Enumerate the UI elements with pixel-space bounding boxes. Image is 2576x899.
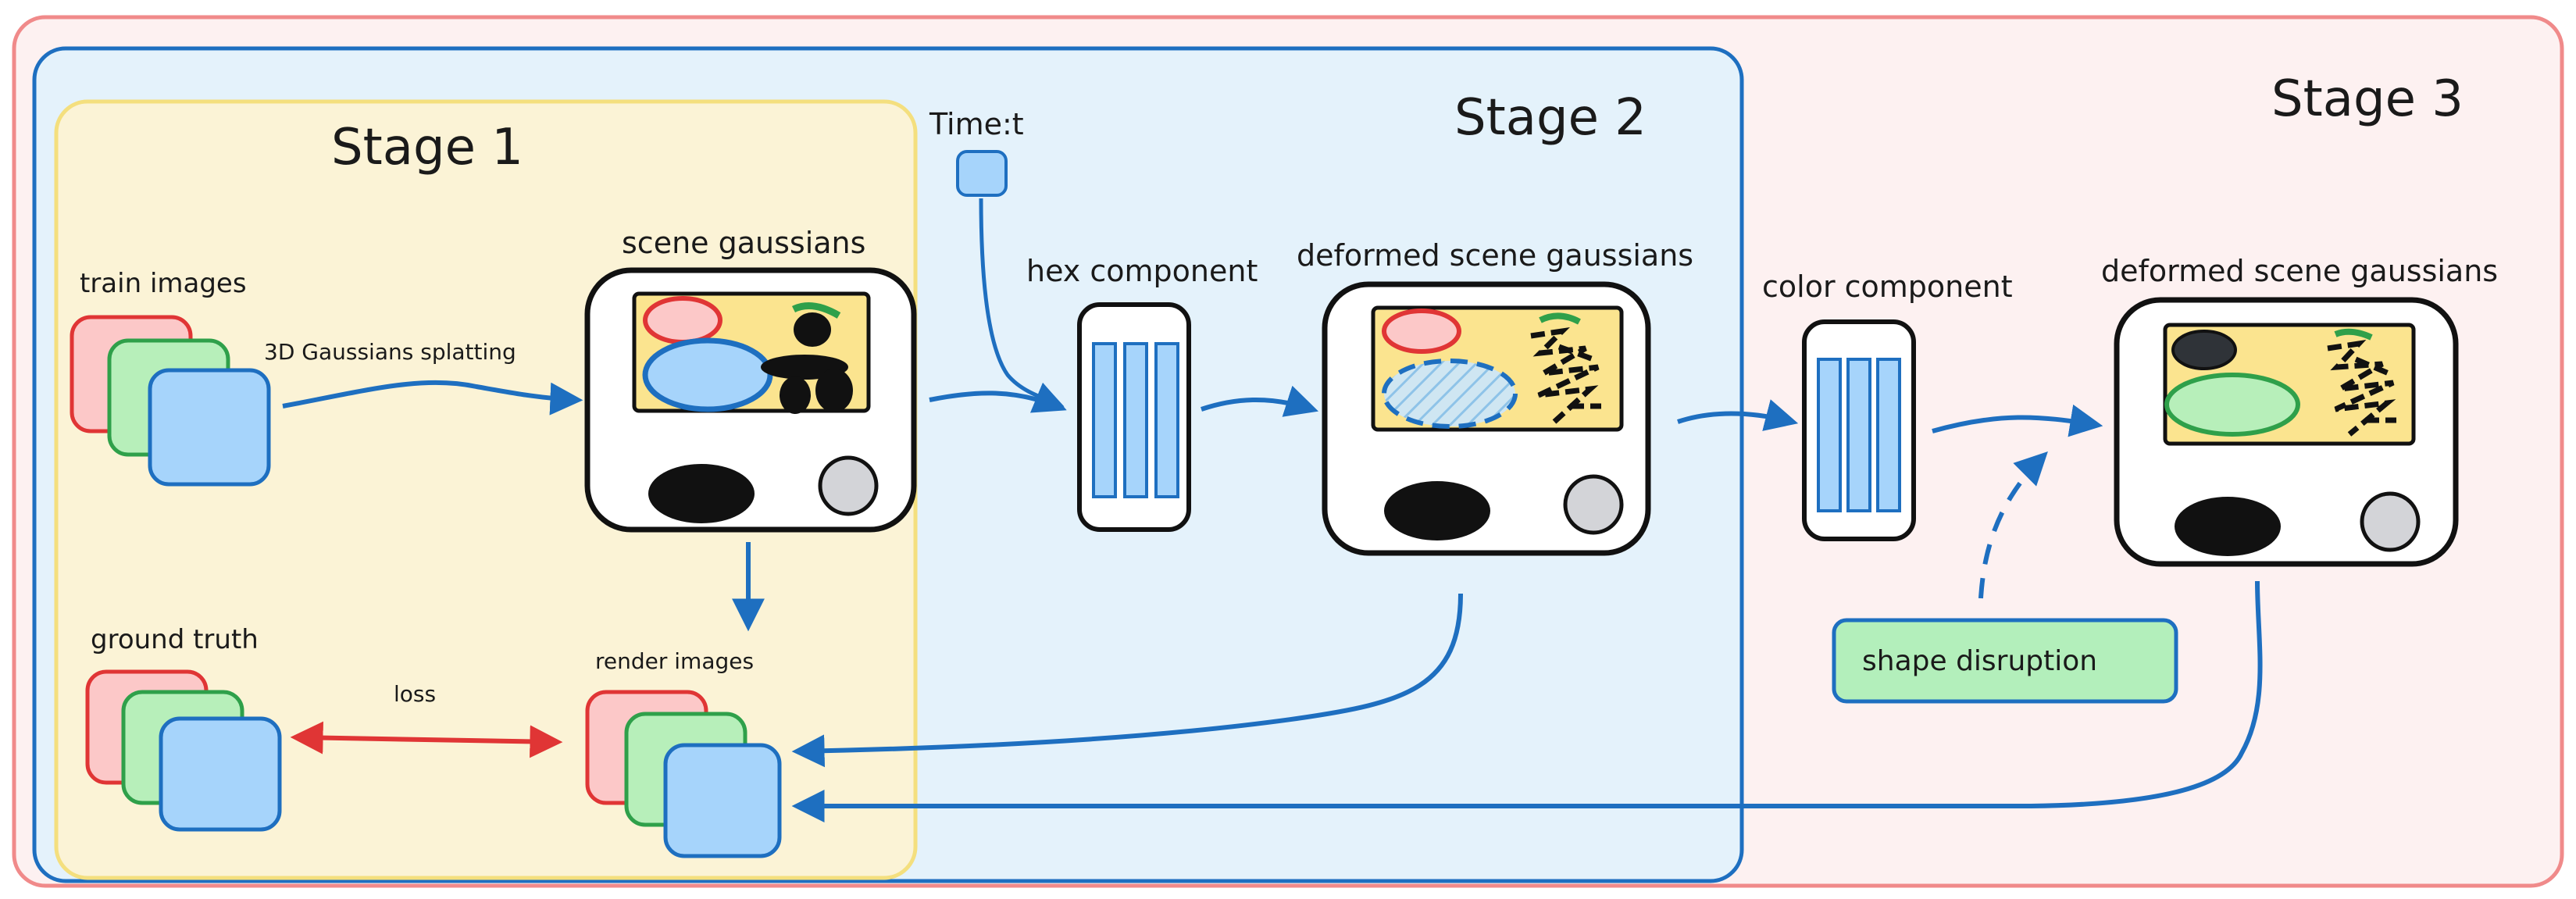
loss-label: loss [394,681,436,707]
render-images-label: render images [595,648,754,674]
deformed-gaussians-device-2 [2114,297,2459,567]
ground-truth-stack [85,669,282,832]
arrow-splatting [282,380,583,416]
train-images-stack [70,315,271,487]
loss-arrow [290,721,563,758]
hex-component-block [1077,302,1191,532]
ground-truth-label: ground truth [91,624,259,655]
shape-disruption-label: shape disruption [1862,645,2097,677]
color-component-block [1802,319,1916,541]
stage2-title: Stage 2 [1454,89,1647,147]
shape-disruption-box [1832,618,2178,704]
arrow-to-deformed-1 [1201,385,1318,417]
hex-component-label: hex component [1026,254,1258,288]
stage3-title: Stage 3 [2271,70,2464,128]
scene-gaussians-label: scene gaussians [622,226,865,260]
stage1-title: Stage 1 [331,119,523,177]
scene-gaussians-device [584,267,917,533]
deformed-gaussians-device-1 [1322,281,1651,556]
color-component-label: color component [1762,269,2013,304]
train-images-label: train images [80,268,247,299]
time-token [956,150,1008,197]
render-images-stack [585,690,782,858]
arrow-to-color [1677,399,1799,431]
arrow-shape-disruption [1978,451,2048,599]
arrow-deformed1-to-render [791,593,1463,768]
arrow-to-deformed-2 [1932,404,2103,437]
time-label: Time:t [929,107,1024,141]
arrow-to-hex [929,382,1067,413]
splatting-label: 3D Gaussians splatting [264,339,516,365]
deformed-gaussians-label-1: deformed scene gaussians [1297,238,1693,273]
deformed-gaussians-label-2: deformed scene gaussians [2101,254,2498,288]
arrow-deformed2-to-render [791,580,2263,822]
